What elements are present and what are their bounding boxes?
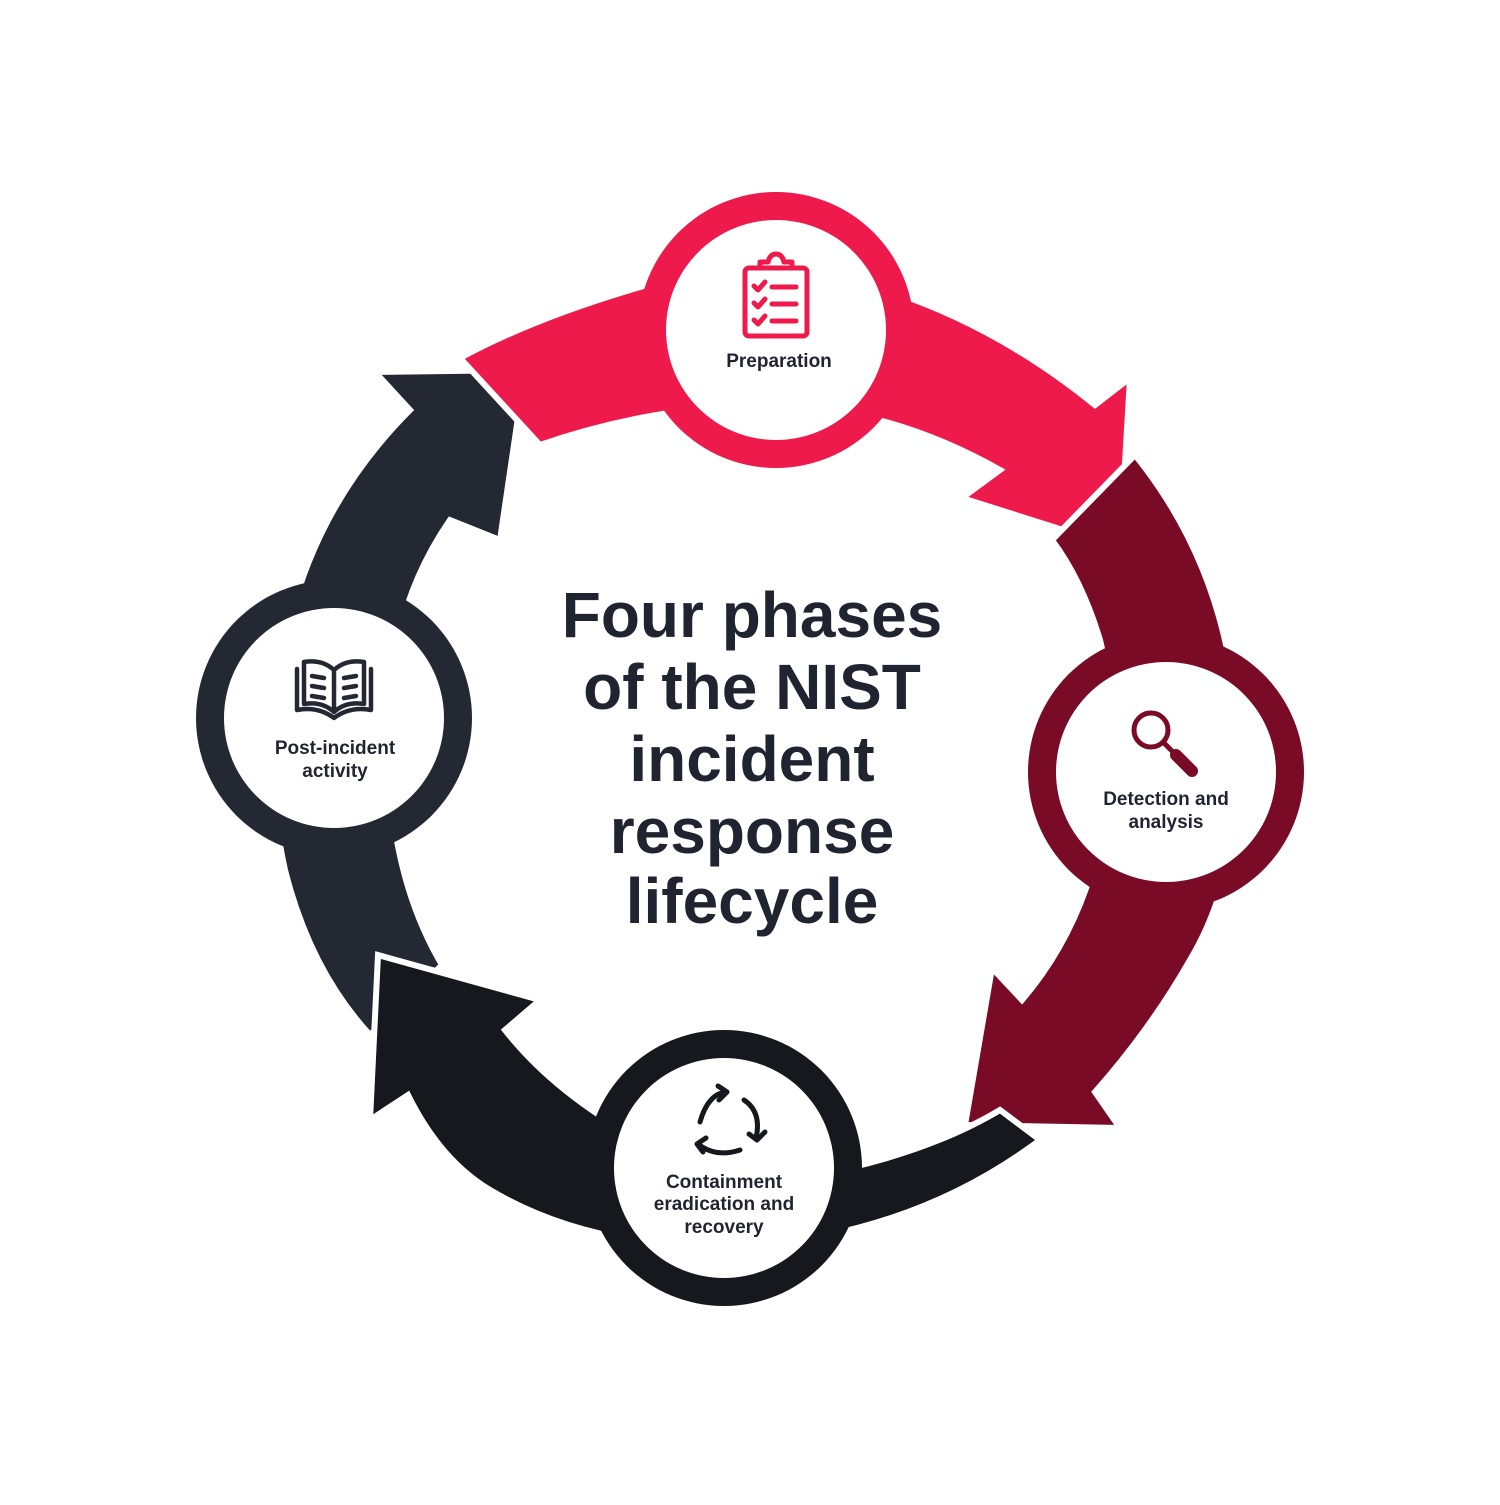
title-line-2: of the NIST [583,651,921,723]
title-line-1: Four phases [562,579,943,651]
magnifying-glass-icon [1131,710,1198,777]
open-book-icon [294,659,374,721]
recycle-arrows-icon [694,1083,768,1156]
phase-node-detection: Detection and analysis [1028,634,1304,910]
detection-disc [1056,662,1276,882]
post-incident-label-line-1: Post-incident [275,738,396,759]
diagram-title: Four phases of the NIST incident respons… [562,579,943,937]
title-line-4: response [610,795,895,867]
title-line-3: incident [629,723,874,795]
containment-label-line-1: Containment [666,1172,783,1193]
title-line-5: lifecycle [626,865,879,937]
phase-node-preparation: Preparation [638,192,914,468]
phase-node-containment: Containment eradication and recovery [586,1030,862,1306]
containment-label-line-2: eradication and [654,1194,794,1215]
phase-node-post-incident: Post-incident activity [196,580,472,856]
containment-disc [614,1058,834,1278]
preparation-disc [666,220,886,440]
post-incident-label-line-2: activity [302,761,368,782]
clipboard-checklist-icon [742,251,810,339]
detection-label-line-1: Detection and [1103,789,1229,810]
preparation-label: Preparation [726,351,832,372]
detection-label-line-2: analysis [1129,812,1204,833]
containment-label-line-3: recovery [684,1217,764,1238]
